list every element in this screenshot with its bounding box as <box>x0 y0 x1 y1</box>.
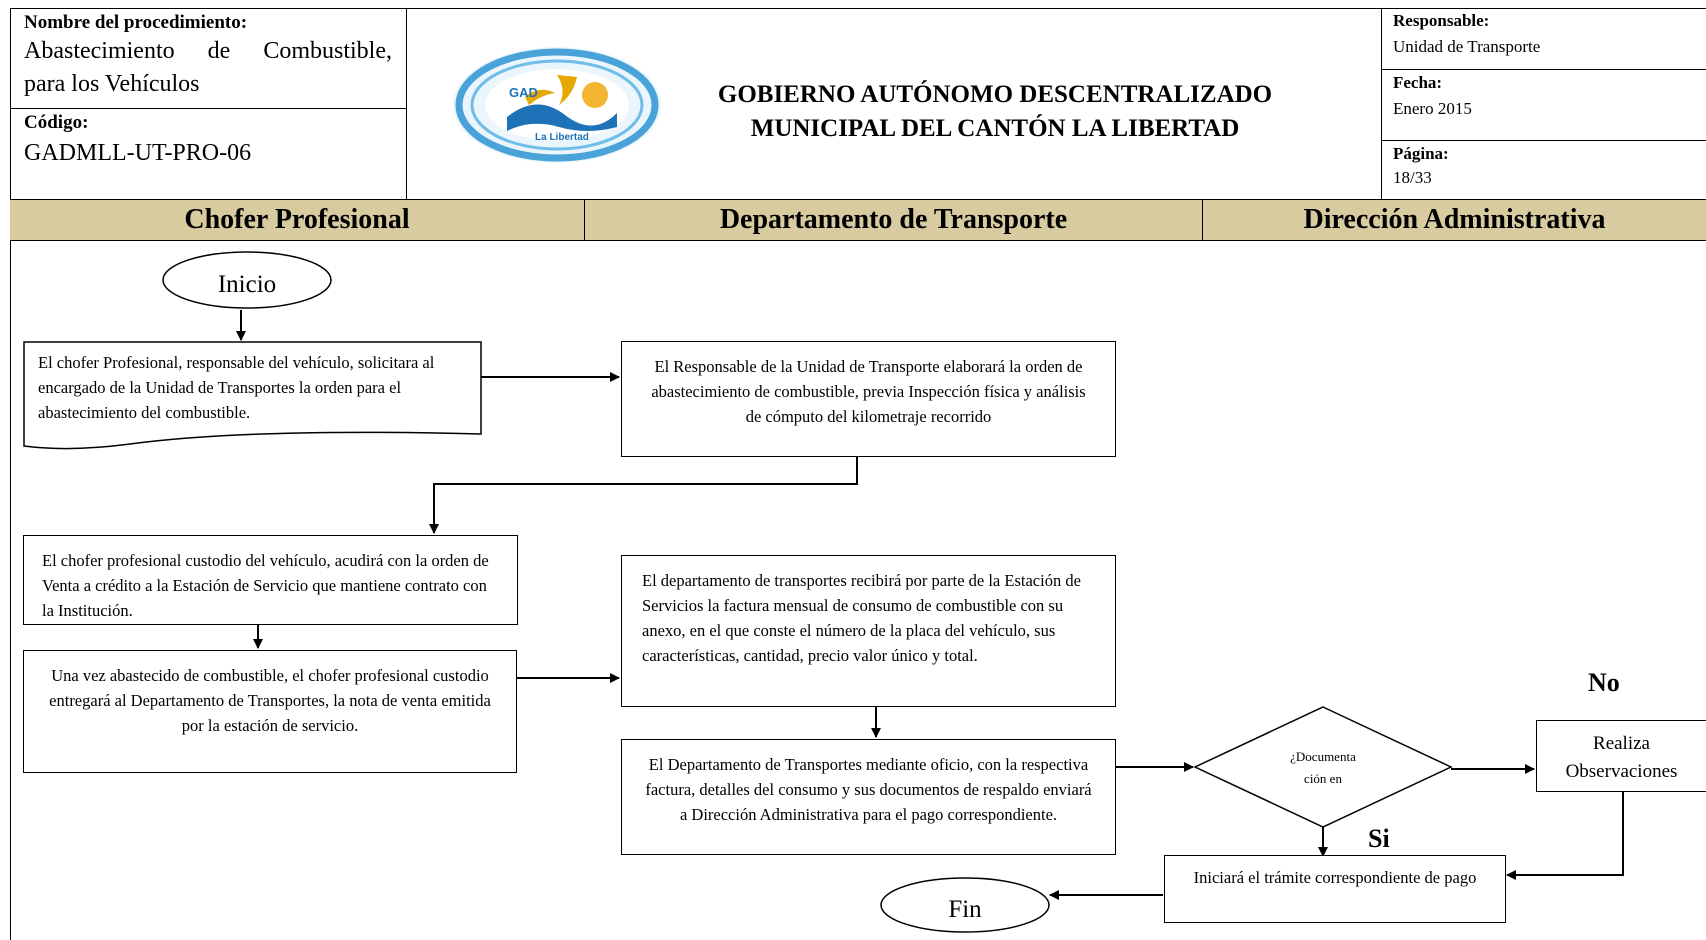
step2-prepare-order: El Responsable de la Unidad de Transport… <box>621 341 1116 457</box>
step3-go-to-station: El chofer profesional custodio del vehíc… <box>23 535 518 625</box>
lane-departamento-transporte: Departamento de Transporte <box>585 200 1203 240</box>
step4-deliver-note: Una vez abastecido de combustible, el ch… <box>23 650 517 773</box>
end-oval <box>880 877 1050 933</box>
lane-direccion-administrativa: Dirección Administrativa <box>1203 200 1706 240</box>
code-cell: Código: GADMLL-UT-PRO-06 <box>10 109 406 200</box>
end-label: Fin <box>948 896 982 918</box>
organization-line1: GOBIERNO AUTÓNOMO DESCENTRALIZADO <box>717 81 1273 108</box>
logo-text-bottom: La Libertad <box>535 132 589 143</box>
organization-line2: MUNICIPAL DEL CANTÓN LA LIBERTAD <box>750 115 1240 142</box>
step1-document-shape <box>23 341 482 450</box>
start-oval <box>162 251 332 309</box>
decision-line2: ción en <box>1304 771 1342 786</box>
pagina-cell: Página: 18/33 <box>1381 141 1706 200</box>
start-label: Inicio <box>217 271 277 294</box>
observations-box: Realiza Observaciones <box>1536 720 1706 792</box>
procedure-cell: Nombre del procedimiento: Abastecimiento… <box>10 8 406 109</box>
responsable-label: Responsable: <box>1393 11 1490 30</box>
procedure-name-line2: para los Vehículos <box>24 71 200 97</box>
responsable-cell: Responsable: Unidad de Transporte <box>1381 8 1706 70</box>
pagina-label: Página: <box>1393 144 1449 163</box>
procedure-label: Nombre del procedimiento: <box>24 12 248 33</box>
yes-label: Si <box>1368 824 1390 853</box>
procedure-name-line1: Abastecimiento de Combustible, <box>24 38 392 64</box>
organization-title: GOBIERNO AUTÓNOMO DESCENTRALIZADO MUNICI… <box>690 78 1300 146</box>
code-label: Código: <box>24 112 89 133</box>
lane-header-bar <box>10 199 1706 241</box>
decision-label: ¿Documenta ción en <box>1253 746 1393 790</box>
fecha-value: Enero 2015 <box>1393 99 1472 118</box>
responsable-value: Unidad de Transporte <box>1393 37 1541 56</box>
payment-box: Iniciará el trámite correspondiente de p… <box>1164 855 1506 923</box>
code-value: GADMLL-UT-PRO-06 <box>24 140 252 166</box>
fecha-cell: Fecha: Enero 2015 <box>1381 70 1706 141</box>
header-divider-right <box>1381 8 1382 200</box>
logo-text-top: GAD <box>509 85 538 100</box>
step6-send-to-administration: El Departamento de Transportes mediante … <box>621 739 1116 855</box>
gad-logo: GAD La Libertad <box>453 47 661 163</box>
lane-chofer-profesional: Chofer Profesional <box>10 200 585 240</box>
header-divider-left <box>406 8 407 200</box>
diagram-left-border <box>10 241 11 940</box>
pagina-value: 18/33 <box>1393 168 1432 187</box>
step1-request-order: El chofer Profesional, responsable del v… <box>38 353 435 422</box>
step5-receive-invoice: El departamento de transportes recibirá … <box>621 555 1116 707</box>
decision-line1: ¿Documenta <box>1290 749 1356 764</box>
fecha-label: Fecha: <box>1393 73 1443 92</box>
no-label: No <box>1588 668 1620 697</box>
